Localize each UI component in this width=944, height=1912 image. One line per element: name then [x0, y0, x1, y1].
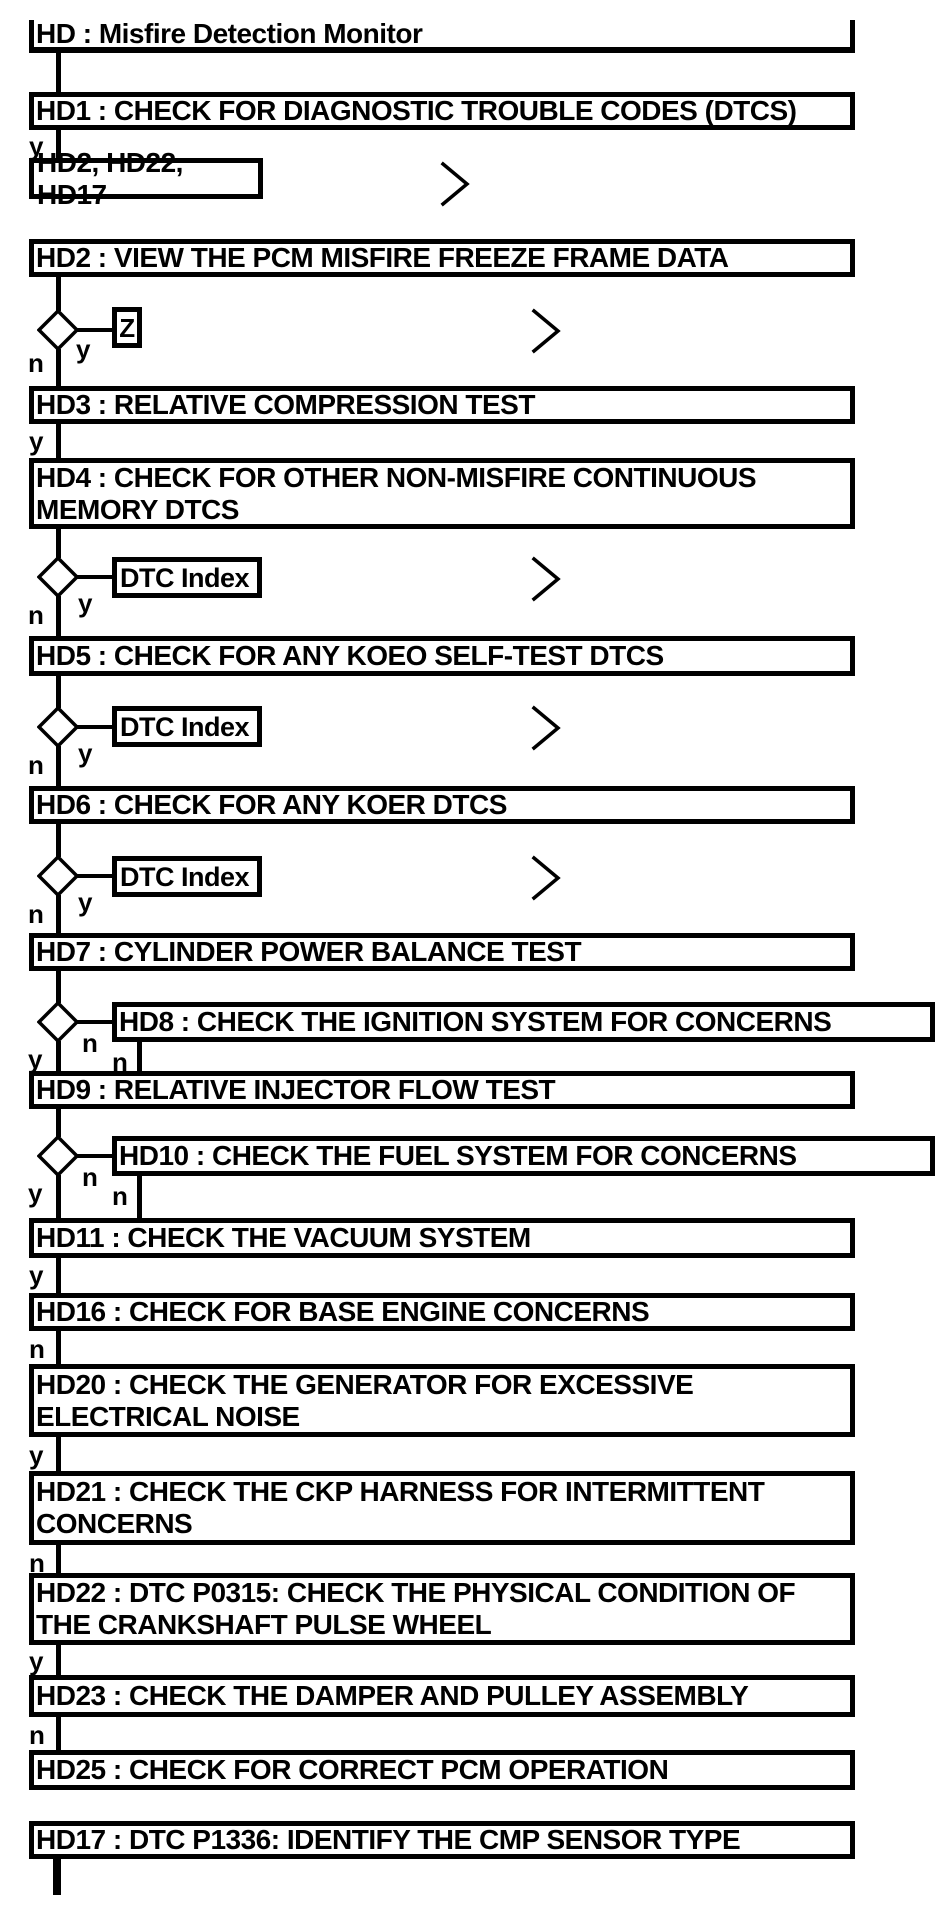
branch-label-yes: y [78, 887, 93, 917]
connector-line [56, 529, 61, 558]
connector-line [56, 824, 61, 857]
connector-line [75, 1154, 112, 1158]
branch-label-yes: y [29, 131, 44, 161]
connector-line [56, 746, 61, 786]
step-box-hd9: HD9 : RELATIVE INJECTOR FLOW TEST [29, 1071, 855, 1109]
step-box-hd1: HD1 : CHECK FOR DIAGNOSTIC TROUBLE CODES… [29, 92, 855, 130]
step-box-hd16: HD16 : CHECK FOR BASE ENGINE CONCERNS [29, 1293, 855, 1331]
step-box-hd22: HD22 : DTC P0315: CHECK THE PHYSICAL CON… [29, 1573, 855, 1645]
branch-label-no: n [82, 1162, 98, 1192]
flow-title-box: HD : Misfire Detection Monitor [29, 18, 855, 53]
branch-label-yes: y [29, 1440, 44, 1470]
branch-label-no: n [28, 348, 44, 378]
decision-diamond-2 [37, 556, 79, 598]
branch-label-yes: y [29, 1646, 44, 1676]
step-box-hd6: HD6 : CHECK FOR ANY KOER DTCS [29, 786, 855, 824]
step-box-hd3: HD3 : RELATIVE COMPRESSION TEST [29, 386, 855, 424]
connector-line [56, 1331, 61, 1364]
branch-label-yes: y [28, 1178, 43, 1208]
connector-line [56, 1545, 61, 1573]
branch-label-no: n [28, 899, 44, 929]
branch-label-no: n [28, 600, 44, 630]
connector-line [56, 53, 61, 92]
branch-label-yes: y [76, 334, 91, 364]
branch-label-no: n [112, 1181, 128, 1211]
connector-line [56, 1041, 61, 1071]
branch-label-no: n [29, 1720, 45, 1750]
connector-line [137, 1176, 142, 1218]
connector-line [56, 971, 61, 1003]
chevron-right-icon-1 [440, 161, 470, 207]
decision-diamond-1 [37, 309, 79, 351]
branch-label-no: n [82, 1028, 98, 1058]
connector-line [56, 1109, 61, 1137]
decision-diamond-5 [37, 1001, 79, 1043]
connector-line [56, 1645, 61, 1675]
branch-label-yes: y [28, 1044, 43, 1074]
step-box-hd4: HD4 : CHECK FOR OTHER NON-MISFIRE CONTIN… [29, 458, 855, 529]
branch-label-yes: y [78, 738, 93, 768]
chevron-right-icon-2 [531, 308, 561, 354]
step-box-hd23: HD23 : CHECK THE DAMPER AND PULLEY ASSEM… [29, 1675, 855, 1717]
connector-line [56, 1717, 61, 1750]
step-box-hd10: HD10 : CHECK THE FUEL SYSTEM FOR CONCERN… [112, 1136, 935, 1176]
connector-line [56, 277, 61, 311]
connector-line [75, 874, 112, 878]
decision-diamond-3 [37, 706, 79, 748]
connector-line [53, 1859, 61, 1895]
connector-line [56, 1437, 61, 1471]
connector-line [56, 1258, 61, 1293]
step-box-hd7: HD7 : CYLINDER POWER BALANCE TEST [29, 933, 855, 971]
connector-line [75, 1020, 112, 1024]
branch-label-yes: y [29, 426, 44, 456]
connector-line [75, 328, 112, 332]
ref-box-dtc-index-2: DTC Index [112, 706, 262, 747]
connector-line [56, 676, 61, 708]
ref-box-z: Z [112, 307, 142, 348]
decision-diamond-4 [37, 855, 79, 897]
branch-label-no: n [29, 1548, 45, 1578]
step-box-hd5: HD5 : CHECK FOR ANY KOEO SELF-TEST DTCS [29, 636, 855, 676]
ref-box-dtc-index-1: DTC Index [112, 557, 262, 598]
connector-line [56, 895, 61, 933]
connector-line [56, 1175, 61, 1218]
branch-label-no: n [28, 750, 44, 780]
connector-line [56, 130, 61, 159]
chevron-right-icon-4 [531, 705, 561, 751]
connector-line [75, 725, 112, 729]
connector-line [56, 349, 61, 386]
step-box-hd11: HD11 : CHECK THE VACUUM SYSTEM [29, 1218, 855, 1258]
step-box-hd25: HD25 : CHECK FOR CORRECT PCM OPERATION [29, 1750, 855, 1790]
connector-line [75, 575, 112, 579]
chevron-right-icon-3 [531, 556, 561, 602]
connector-line [137, 1042, 142, 1071]
step-box-hd17: HD17 : DTC P1336: IDENTIFY THE CMP SENSO… [29, 1821, 855, 1859]
decision-diamond-6 [37, 1135, 79, 1177]
connector-line [56, 596, 61, 636]
branch-label-yes: y [29, 1260, 44, 1290]
chevron-right-icon-5 [531, 855, 561, 901]
step-box-hd8: HD8 : CHECK THE IGNITION SYSTEM FOR CONC… [112, 1002, 935, 1042]
step-box-hd20: HD20 : CHECK THE GENERATOR FOR EXCESSIVE… [29, 1364, 855, 1437]
ref-box-dtc-index-3: DTC Index [112, 856, 262, 897]
jump-ref-box: HD2, HD22, HD17 [29, 147, 263, 210]
step-box-hd21: HD21 : CHECK THE CKP HARNESS FOR INTERMI… [29, 1471, 855, 1545]
branch-label-yes: y [78, 588, 93, 618]
step-box-hd2: HD2 : VIEW THE PCM MISFIRE FREEZE FRAME … [29, 239, 855, 277]
connector-line [56, 424, 61, 458]
branch-label-no: n [29, 1334, 45, 1364]
branch-label-no: n [112, 1047, 128, 1077]
